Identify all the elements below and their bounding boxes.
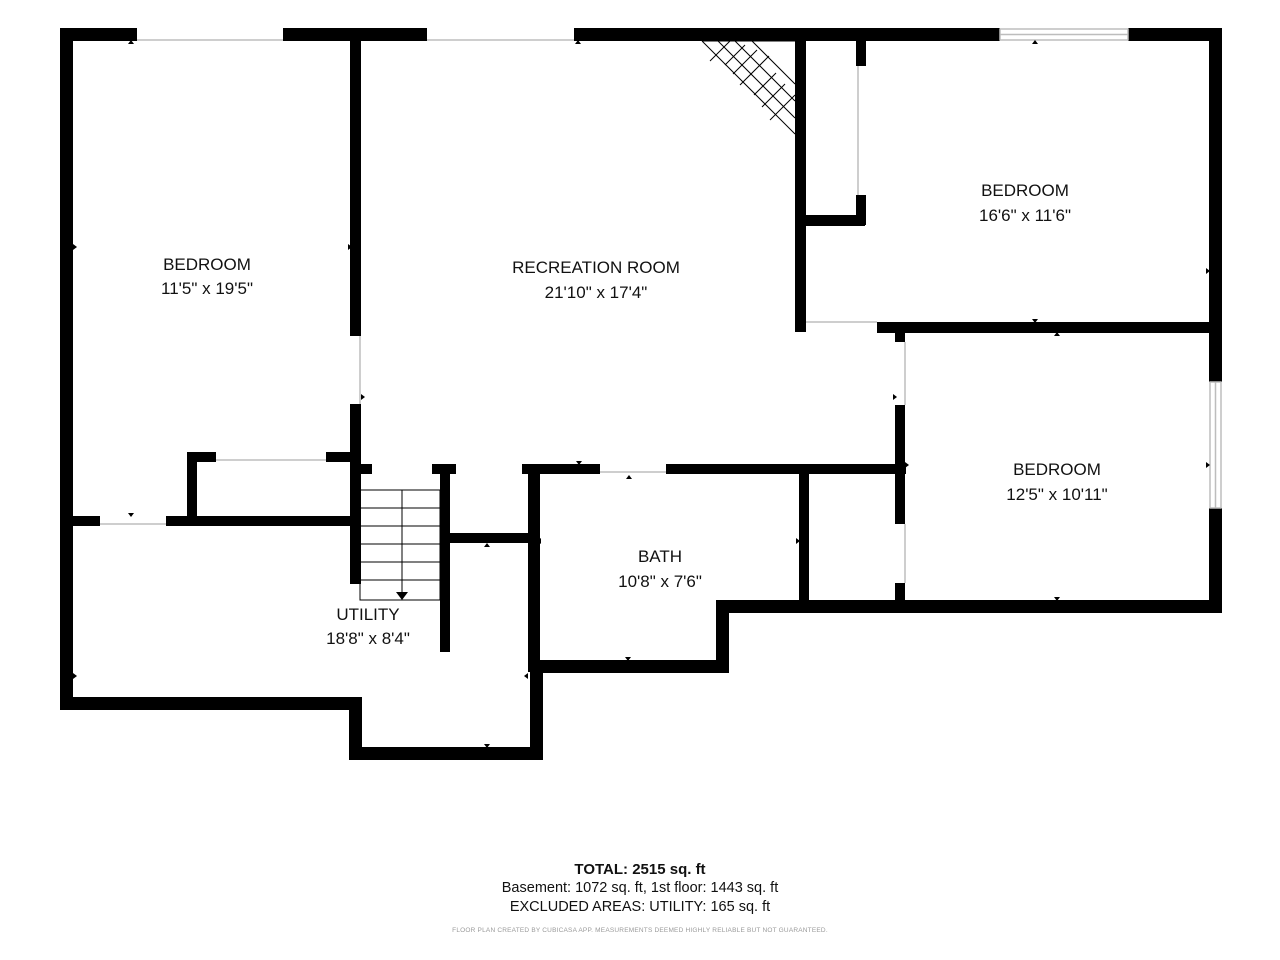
room-dims-bedroom-2: 16'6" x 11'6" — [979, 206, 1071, 225]
staircase-lower — [359, 489, 441, 601]
room-name-bedroom-3: BEDROOM — [1013, 460, 1101, 479]
windows — [100, 28, 1222, 583]
floor-areas: Basement: 1072 sq. ft, 1st floor: 1443 s… — [501, 880, 779, 896]
dimension-markers — [73, 40, 1210, 748]
excluded-areas: EXCLUDED AREAS: UTILITY: 165 sq. ft — [509, 899, 771, 915]
room-name-bath: BATH — [638, 547, 682, 566]
room-name-utility: UTILITY — [336, 605, 399, 624]
walls — [60, 28, 1222, 760]
total-area: TOTAL: 2515 sq. ft — [574, 861, 706, 878]
room-dims-bedroom-1: 11'5" x 19'5" — [161, 279, 253, 298]
room-dims-utility: 18'8" x 8'4" — [326, 629, 410, 648]
room-name-recreation: RECREATION ROOM — [512, 258, 680, 277]
room-name-bedroom-1: BEDROOM — [163, 255, 251, 274]
room-labels: BEDROOM 11'5" x 19'5" RECREATION ROOM 21… — [161, 181, 1108, 648]
area-summary: TOTAL: 2515 sq. ft Basement: 1072 sq. ft… — [0, 860, 1280, 934]
disclaimer: FLOOR PLAN CREATED BY CUBICASA APP. MEAS… — [452, 927, 828, 934]
room-dims-bedroom-3: 12'5" x 10'11" — [1006, 485, 1107, 504]
room-dims-recreation: 21'10" x 17'4" — [545, 283, 648, 302]
room-dims-bath: 10'8" x 7'6" — [618, 572, 702, 591]
staircase-upper — [701, 40, 796, 135]
stair-arrow-icon — [396, 592, 408, 600]
room-name-bedroom-2: BEDROOM — [981, 181, 1069, 200]
